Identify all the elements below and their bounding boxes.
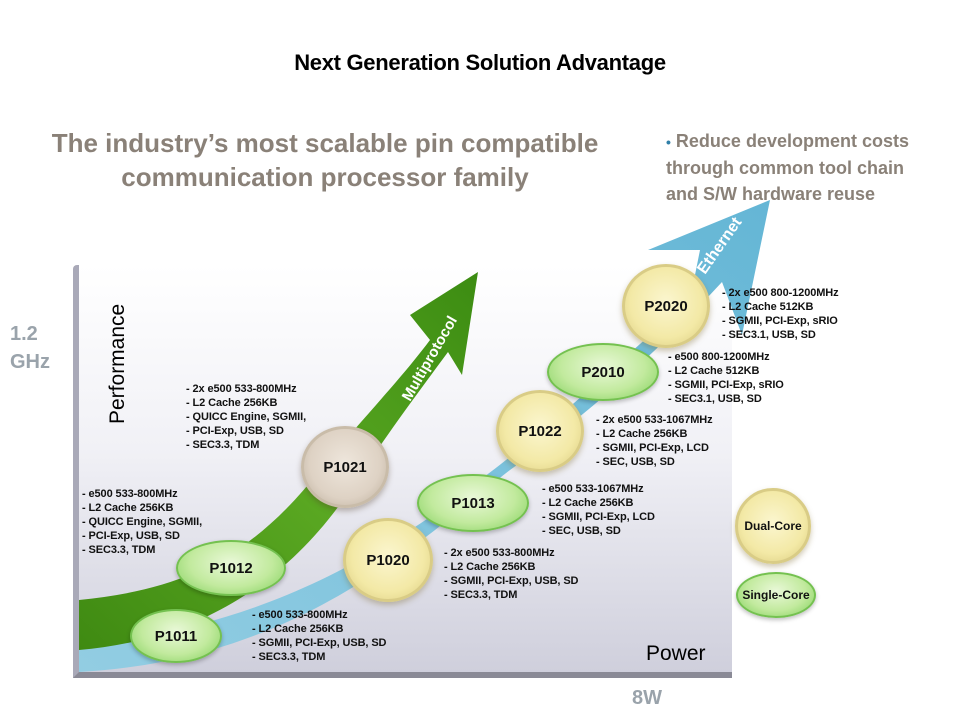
chip-p2010: P2010	[547, 343, 659, 401]
subtitle-line-1: The industry’s most scalable pin compati…	[51, 128, 599, 158]
specs-p1011: - e500 533-800MHz- L2 Cache 256KB- SGMII…	[252, 609, 387, 663]
chip-p1020: P1020	[343, 518, 433, 602]
specs-p2010: - e500 800-1200MHz- L2 Cache 512KB- SGMI…	[668, 351, 784, 405]
specs-p1021: - 2x e500 533-800MHz- L2 Cache 256KB- QU…	[186, 383, 307, 451]
chip-p1013: P1013	[417, 474, 529, 532]
bullet-line-2: through common tool chain	[666, 158, 904, 178]
chip-p1012: P1012	[176, 540, 286, 596]
bullet-dot-icon: •	[666, 134, 671, 150]
legend-single-core: Single-Core	[736, 572, 816, 618]
chip-p1011: P1011	[130, 609, 222, 663]
y-axis-value-unit: GHz	[10, 351, 50, 373]
y-axis-max-value: 1.2 GHz	[10, 320, 50, 376]
y-axis-value-number: 1.2	[10, 323, 38, 345]
bullet-line-1: Reduce development costs	[675, 131, 909, 151]
chip-p2020: P2020	[622, 264, 710, 348]
chip-p1021: P1021	[301, 426, 389, 508]
bullet-line-3: and S/W hardware reuse	[666, 184, 876, 204]
subtitle-line-2: communication processor family	[121, 162, 529, 192]
x-axis-label: Power	[646, 642, 706, 665]
chip-p1022: P1022	[496, 390, 584, 472]
specs-p2020: - 2x e500 800-1200MHz- L2 Cache 512KB- S…	[722, 287, 839, 341]
multiprotocol-arrow: Multiprotocol	[79, 272, 478, 650]
specs-p1012: - e500 533-800MHz- L2 Cache 256KB- QUICC…	[82, 488, 203, 556]
y-axis-label: Performance	[106, 303, 129, 424]
x-axis-max-value: 8W	[632, 687, 662, 709]
legend-dual-core: Dual-Core	[735, 488, 811, 564]
specs-p1022: - 2x e500 533-1067MHz- L2 Cache 256KB- S…	[596, 414, 713, 468]
specs-p1020: - 2x e500 533-800MHz- L2 Cache 256KB- SG…	[444, 547, 579, 601]
bullet-point: • Reduce development costs through commo…	[666, 128, 960, 207]
specs-p1013: - e500 533-1067MHz- L2 Cache 256KB- SGMI…	[542, 483, 655, 537]
slide-title: Next Generation Solution Advantage	[294, 50, 666, 75]
slide-subtitle: The industry’s most scalable pin compati…	[10, 126, 640, 194]
